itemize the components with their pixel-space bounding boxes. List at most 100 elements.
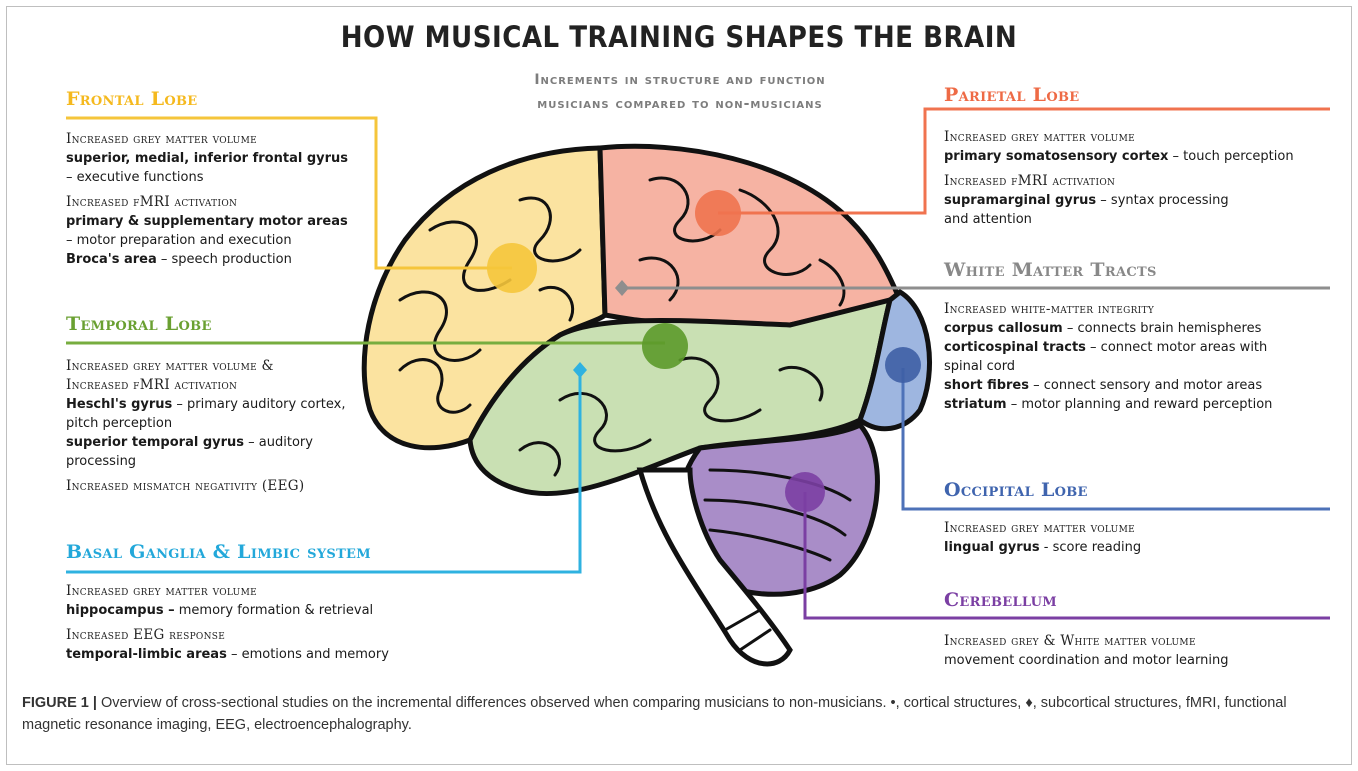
structure-function: – speech production — [157, 252, 292, 267]
structure-function: – primary auditory cortex, — [172, 397, 345, 412]
frontal-line: Increased fMRI activation — [66, 193, 348, 212]
structure-function: – syntax processing — [1096, 193, 1228, 208]
cerebellum-line: movement coordination and motor learning — [944, 651, 1228, 670]
figure-subtitle: Increments in structure and function mus… — [440, 68, 920, 116]
finding-type: Increased grey matter volume — [944, 129, 1135, 145]
cerebellum-heading: Cerebellum — [944, 589, 1057, 611]
occipital-marker — [885, 347, 921, 383]
finding-type: Increased mismatch negativity (EEG) — [66, 478, 304, 494]
finding-type: Increased grey matter volume — [944, 520, 1135, 536]
caption-label: FIGURE 1 | — [22, 695, 97, 711]
cerebellum-marker — [785, 472, 825, 512]
parietal-line: primary somatosensory cortex – touch per… — [944, 147, 1294, 166]
white-matter-line: corpus callosum – connects brain hemisph… — [944, 319, 1272, 338]
finding-type: Increased fMRI activation — [66, 194, 237, 210]
temporal-line: processing — [66, 452, 345, 471]
structure-function: spinal cord — [944, 359, 1015, 374]
white-matter-line: Increased white-matter integrity — [944, 300, 1272, 319]
basal-line: temporal-limbic areas – emotions and mem… — [66, 645, 389, 664]
cerebellum-text-block: Increased grey & White matter volume move… — [944, 632, 1228, 670]
temporal-line: Increased mismatch negativity (EEG) — [66, 477, 345, 496]
frontal-line: Broca's area – speech production — [66, 250, 348, 269]
parietal-line: and attention — [944, 210, 1294, 229]
finding-type: Increased EEG response — [66, 627, 225, 643]
white-matter-text-block: Increased white-matter integrity corpus c… — [944, 300, 1272, 414]
temporal-line: pitch perception — [66, 414, 345, 433]
parietal-line: Increased fMRI activation — [944, 172, 1294, 191]
structure-name: hippocampus – — [66, 603, 175, 618]
caption-text: Overview of cross-sectional studies on t… — [22, 695, 1287, 733]
structure-name: lingual gyrus — [944, 540, 1040, 555]
structure-name: corticospinal tracts — [944, 340, 1086, 355]
finding-type: Increased grey matter volume & — [66, 358, 274, 374]
structure-name: Broca's area — [66, 252, 157, 267]
structure-function: pitch perception — [66, 416, 172, 431]
frontal-marker — [487, 243, 537, 293]
structure-function: – connects brain hemispheres — [1063, 321, 1262, 336]
occipital-line: lingual gyrus - score reading — [944, 538, 1141, 557]
structure-function: memory formation & retrieval — [175, 603, 374, 618]
white-matter-line: short fibres – connect sensory and motor… — [944, 376, 1272, 395]
finding-type: Increased fMRI activation — [66, 377, 237, 393]
temporal-text-block: Increased grey matter volume & Increased … — [66, 357, 345, 496]
temporal-marker — [642, 323, 688, 369]
temporal-line: Increased fMRI activation — [66, 376, 345, 395]
white-matter-line: corticospinal tracts – connect motor are… — [944, 338, 1272, 357]
structure-name: primary somatosensory cortex — [944, 149, 1168, 164]
figure-title: HOW MUSICAL TRAINING SHAPES THE BRAIN — [0, 20, 1358, 54]
parietal-line: supramarginal gyrus – syntax processing — [944, 191, 1294, 210]
structure-function: - score reading — [1040, 540, 1141, 555]
structure-name: superior temporal gyrus — [66, 435, 244, 450]
structure-name: temporal-limbic areas — [66, 647, 227, 662]
structure-name: corpus callosum — [944, 321, 1063, 336]
structure-function: processing — [66, 454, 136, 469]
structure-function: – emotions and memory — [227, 647, 389, 662]
occipital-line: Increased grey matter volume — [944, 519, 1141, 538]
structure-function: – motor planning and reward perception — [1007, 397, 1273, 412]
parietal-line: Increased grey matter volume — [944, 128, 1294, 147]
structure-function: – connect motor areas with — [1086, 340, 1267, 355]
structure-function: – auditory — [244, 435, 313, 450]
temporal-heading: Temporal Lobe — [66, 313, 212, 335]
temporal-line: Heschl's gyrus – primary auditory cortex… — [66, 395, 345, 414]
finding-type: Increased grey matter volume — [66, 583, 257, 599]
structure-function: – connect sensory and motor areas — [1029, 378, 1262, 393]
cerebellum-line: Increased grey & White matter volume — [944, 632, 1228, 651]
white-matter-line: striatum – motor planning and reward per… — [944, 395, 1272, 414]
frontal-line: primary & supplementary motor areas — [66, 212, 348, 231]
structure-function: – executive functions — [66, 170, 204, 185]
parietal-marker — [695, 190, 741, 236]
structure-function: movement coordination and motor learning — [944, 653, 1228, 668]
finding-type: Increased white-matter integrity — [944, 301, 1154, 317]
structure-function: – motor preparation and execution — [66, 233, 292, 248]
frontal-heading: Frontal Lobe — [66, 88, 198, 110]
structure-name: primary & supplementary motor areas — [66, 214, 348, 229]
occipital-heading: Occipital Lobe — [944, 479, 1088, 501]
structure-name: striatum — [944, 397, 1007, 412]
basal-line: hippocampus – memory formation & retriev… — [66, 601, 389, 620]
finding-type: Increased grey matter volume — [66, 131, 257, 147]
parietal-text-block: Increased grey matter volume primary soma… — [944, 128, 1294, 229]
parietal-heading: Parietal Lobe — [944, 84, 1079, 106]
frontal-line: – executive functions — [66, 168, 348, 187]
occipital-text-block: Increased grey matter volume lingual gyru… — [944, 519, 1141, 557]
basal-text-block: Increased grey matter volume hippocampus … — [66, 582, 389, 664]
parietal-lobe-region — [600, 146, 900, 327]
frontal-line: – motor preparation and execution — [66, 231, 348, 250]
brain — [364, 146, 929, 664]
structure-name: supramarginal gyrus — [944, 193, 1096, 208]
subtitle-line-1: Increments in structure and function — [440, 68, 920, 92]
subtitle-line-2: musicians compared to non-musicians — [440, 92, 920, 116]
basal-heading: Basal Ganglia & Limbic system — [66, 541, 371, 563]
white-matter-heading: White Matter Tracts — [944, 259, 1157, 281]
structure-name: short fibres — [944, 378, 1029, 393]
temporal-line: superior temporal gyrus – auditory — [66, 433, 345, 452]
basal-line: Increased EEG response — [66, 626, 389, 645]
white-matter-line: spinal cord — [944, 357, 1272, 376]
finding-type: Increased fMRI activation — [944, 173, 1115, 189]
finding-type: Increased grey & White matter volume — [944, 633, 1196, 649]
frontal-text-block: Increased grey matter volume superior, me… — [66, 130, 348, 269]
temporal-line: Increased grey matter volume & — [66, 357, 345, 376]
structure-function: and attention — [944, 212, 1032, 227]
frontal-line: superior, medial, inferior frontal gyrus — [66, 149, 348, 168]
